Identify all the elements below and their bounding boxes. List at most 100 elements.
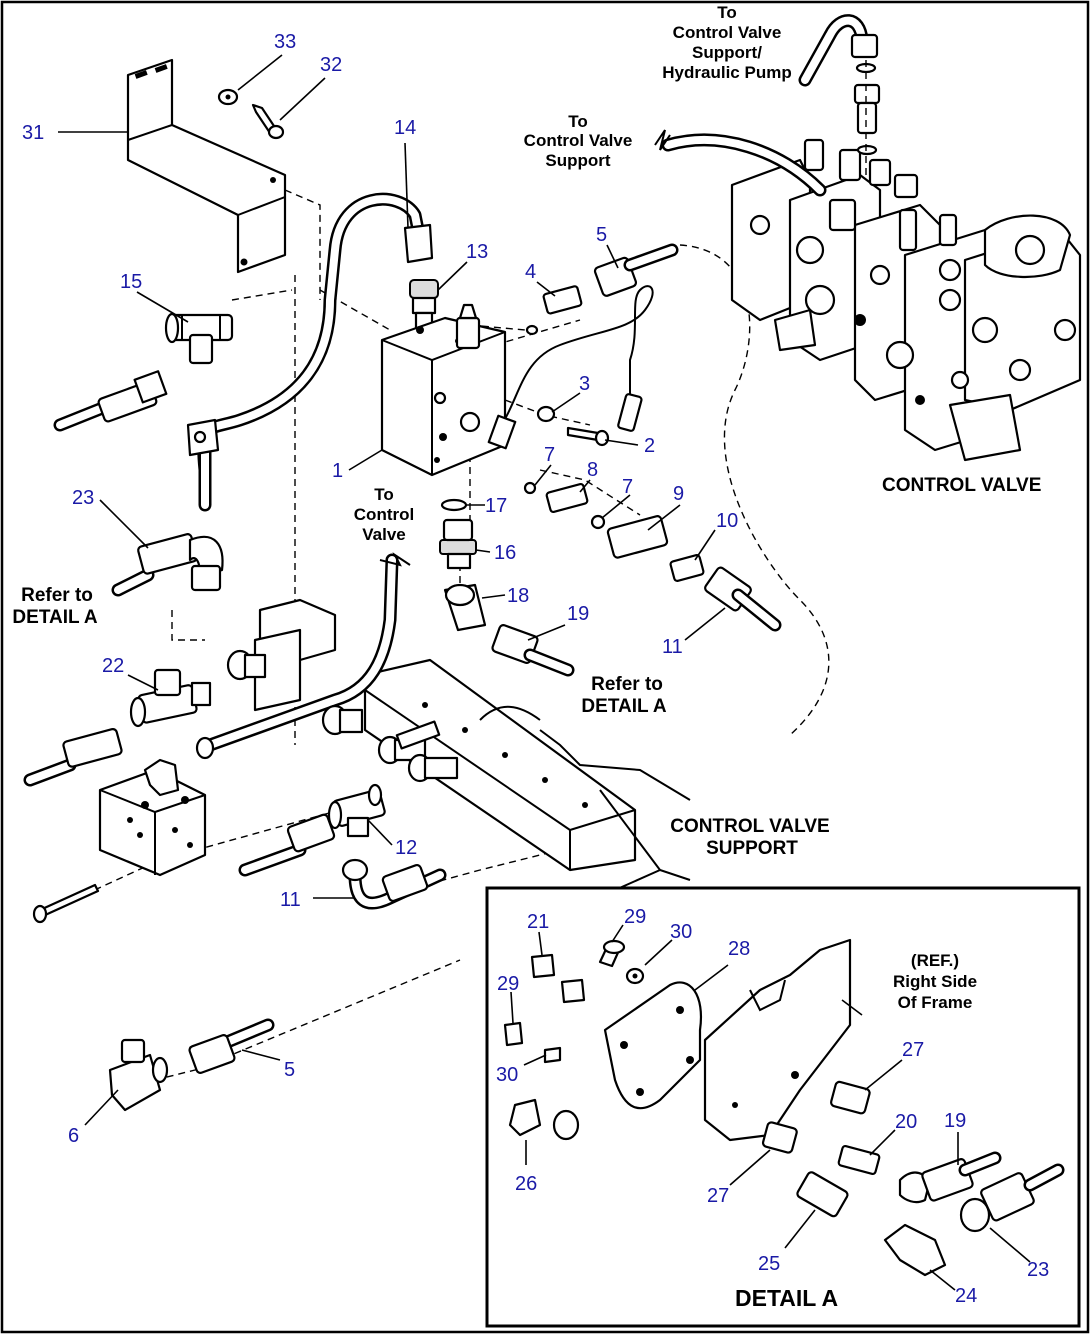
- svg-text:Right Side: Right Side: [893, 972, 977, 991]
- connector-8: [545, 482, 589, 514]
- note-to-valve: To Control Valve: [354, 485, 414, 544]
- svg-text:Refer to: Refer to: [591, 674, 663, 695]
- callout-27-upper: 27: [902, 1039, 924, 1061]
- elbow-18: [443, 583, 487, 632]
- bolt-2: [566, 426, 610, 447]
- callout-22: 22: [102, 655, 124, 677]
- control-valve: [730, 138, 1082, 462]
- svg-text:Control Valve: Control Valve: [524, 131, 633, 150]
- svg-text:To: To: [717, 3, 737, 22]
- callout-6: 6: [68, 1125, 79, 1147]
- callout-31: 31: [22, 122, 44, 144]
- callout-15: 15: [120, 271, 142, 293]
- tee-22: [129, 668, 212, 728]
- svg-text:Control: Control: [354, 505, 414, 524]
- callout-7-upper: 7: [544, 444, 555, 466]
- callout-30-upper: 30: [670, 921, 692, 943]
- callout-27-lower: 27: [707, 1185, 729, 1207]
- note-to-support: To Control Valve Support: [524, 112, 633, 170]
- tube-to-control-valve: [195, 552, 411, 760]
- hose-11-upper: [704, 566, 782, 632]
- bolt-32: [251, 103, 285, 140]
- support-fitting-d: [407, 753, 459, 783]
- hose-end-12: [238, 813, 336, 877]
- callout-19-detail: 19: [944, 1110, 966, 1132]
- svg-text:Hydraulic Pump: Hydraulic Pump: [662, 63, 791, 82]
- hose-5-upper: [593, 243, 679, 297]
- callout-16: 16: [494, 542, 516, 564]
- callout-11-upper: 11: [662, 636, 683, 658]
- caption-control-valve: CONTROL VALVE: [882, 475, 1041, 496]
- callout-12: 12: [395, 837, 417, 859]
- control-valve-support: [253, 598, 691, 891]
- svg-text:SUPPORT: SUPPORT: [706, 838, 798, 859]
- svg-text:Refer to: Refer to: [21, 585, 93, 606]
- lower-manifold-block: [98, 758, 207, 877]
- hose-end-left: [53, 370, 168, 432]
- callout-30-lower: 30: [496, 1064, 518, 1086]
- manifold-block-1: [380, 285, 654, 477]
- o-ring-7a: [523, 481, 537, 495]
- pipe-to-pump: [798, 14, 881, 175]
- callout-29-upper: 29: [624, 906, 646, 928]
- hose-end-22: [23, 727, 123, 787]
- note-refer-mid: Refer to DETAIL A: [581, 674, 666, 717]
- callout-29-lower: 29: [497, 973, 519, 995]
- svg-text:Support: Support: [545, 151, 610, 170]
- callout-11-lower: 11: [280, 889, 301, 911]
- bracket-31: [126, 58, 287, 274]
- note-to-pump: To Control Valve Support/ Hydraulic Pump: [662, 3, 791, 82]
- o-ring-17: [440, 498, 468, 512]
- hose-14: [186, 192, 434, 512]
- hose-19-main: [491, 624, 575, 677]
- callout-26: 26: [515, 1173, 537, 1195]
- tee-15: [164, 312, 234, 365]
- callout-7-lower: 7: [622, 476, 633, 498]
- note-refer-left: Refer to DETAIL A: [12, 585, 97, 628]
- pipe-to-support: [654, 129, 827, 197]
- callout-18: 18: [507, 585, 529, 607]
- long-bolt: [32, 883, 100, 924]
- hose-11-lower: [341, 858, 447, 910]
- callout-14: 14: [394, 117, 416, 139]
- svg-text:Control Valve: Control Valve: [673, 23, 782, 42]
- callout-20: 20: [895, 1111, 917, 1133]
- callout-21: 21: [527, 911, 549, 933]
- svg-text:Of Frame: Of Frame: [898, 993, 973, 1012]
- svg-text:Valve: Valve: [362, 525, 406, 544]
- callout-8: 8: [587, 459, 598, 481]
- adapter-10: [669, 554, 705, 582]
- callout-5-lower: 5: [284, 1059, 295, 1081]
- callout-17: 17: [485, 495, 507, 517]
- callout-23-detail: 23: [1027, 1259, 1049, 1281]
- callout-9: 9: [673, 483, 684, 505]
- callout-24: 24: [955, 1285, 977, 1307]
- svg-text:(REF.): (REF.): [911, 951, 959, 970]
- o-ring-7b: [590, 514, 606, 530]
- callout-33: 33: [274, 31, 296, 53]
- elbow-23-left: [111, 533, 224, 597]
- leader-lines: [58, 54, 1031, 1291]
- support-fitting-e: [395, 720, 441, 750]
- elbow-6: [108, 1038, 169, 1112]
- callout-25: 25: [758, 1253, 780, 1275]
- adapter-16: [439, 518, 477, 570]
- svg-text:CONTROL VALVE: CONTROL VALVE: [670, 816, 829, 837]
- detail-a-panel: [485, 886, 1081, 1328]
- caption-detail-a: DETAIL A: [735, 1285, 838, 1311]
- callout-4: 4: [525, 261, 536, 283]
- part-number-callouts: 1 2 3 4 5 5 6 7 7 8 9 10 11 11 12 13 14 …: [22, 31, 1049, 1307]
- svg-text:DETAIL A: DETAIL A: [12, 607, 97, 628]
- callout-28: 28: [728, 938, 750, 960]
- svg-text:DETAIL A: DETAIL A: [581, 696, 666, 717]
- caption-cv-support: CONTROL VALVE SUPPORT: [670, 816, 829, 859]
- svg-text:To: To: [374, 485, 394, 504]
- callout-32: 32: [320, 54, 342, 76]
- support-fitting-b: [321, 704, 364, 736]
- tee-12: [327, 783, 386, 838]
- note-ref-frame: (REF.) Right Side Of Frame: [893, 951, 977, 1012]
- fitting-4: [525, 285, 583, 336]
- svg-text:Support/: Support/: [692, 43, 762, 62]
- callout-19-main: 19: [567, 603, 589, 625]
